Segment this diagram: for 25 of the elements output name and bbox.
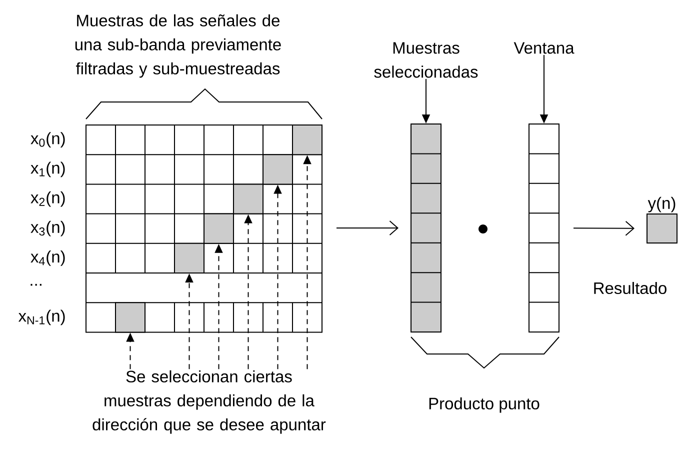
result-label: Resultado [594,282,666,294]
selected-cell [174,242,204,274]
arrow [573,220,634,236]
node-label: y(n) [648,196,676,212]
selected-cell [204,213,234,244]
row-label: x$_{1}$(n) [30,162,65,178]
row-label: x$_{4}$(n) [30,250,65,266]
row-label: x$_{0}$(n) [30,132,65,148]
text-label: Muestras seleccionadas [374,42,478,78]
row-label: ... [30,284,42,286]
row-label: x$_{N-1}$(n) [18,310,65,326]
sample-column [528,124,560,332]
caption-label: Producto punto [429,397,540,413]
row-label: x$_{2}$(n) [30,191,65,207]
selected-cell [262,154,293,185]
text-label: Se seleccionan ciertas muestras dependiendo de la dirección que se desee apuntar [92,370,326,434]
sample-column [410,124,442,332]
text-label: Ventana [514,42,574,54]
selected-cell [292,124,322,156]
selected-cell [233,184,264,214]
arrow [336,220,398,236]
heading: Muestras de las señales de una sub-banda previamente filtradas y sub-muestreadas [75,14,281,78]
row-label: x$_{3}$(n) [30,220,65,236]
selected-cell [115,302,146,333]
result-box: y(n) [646,196,678,244]
